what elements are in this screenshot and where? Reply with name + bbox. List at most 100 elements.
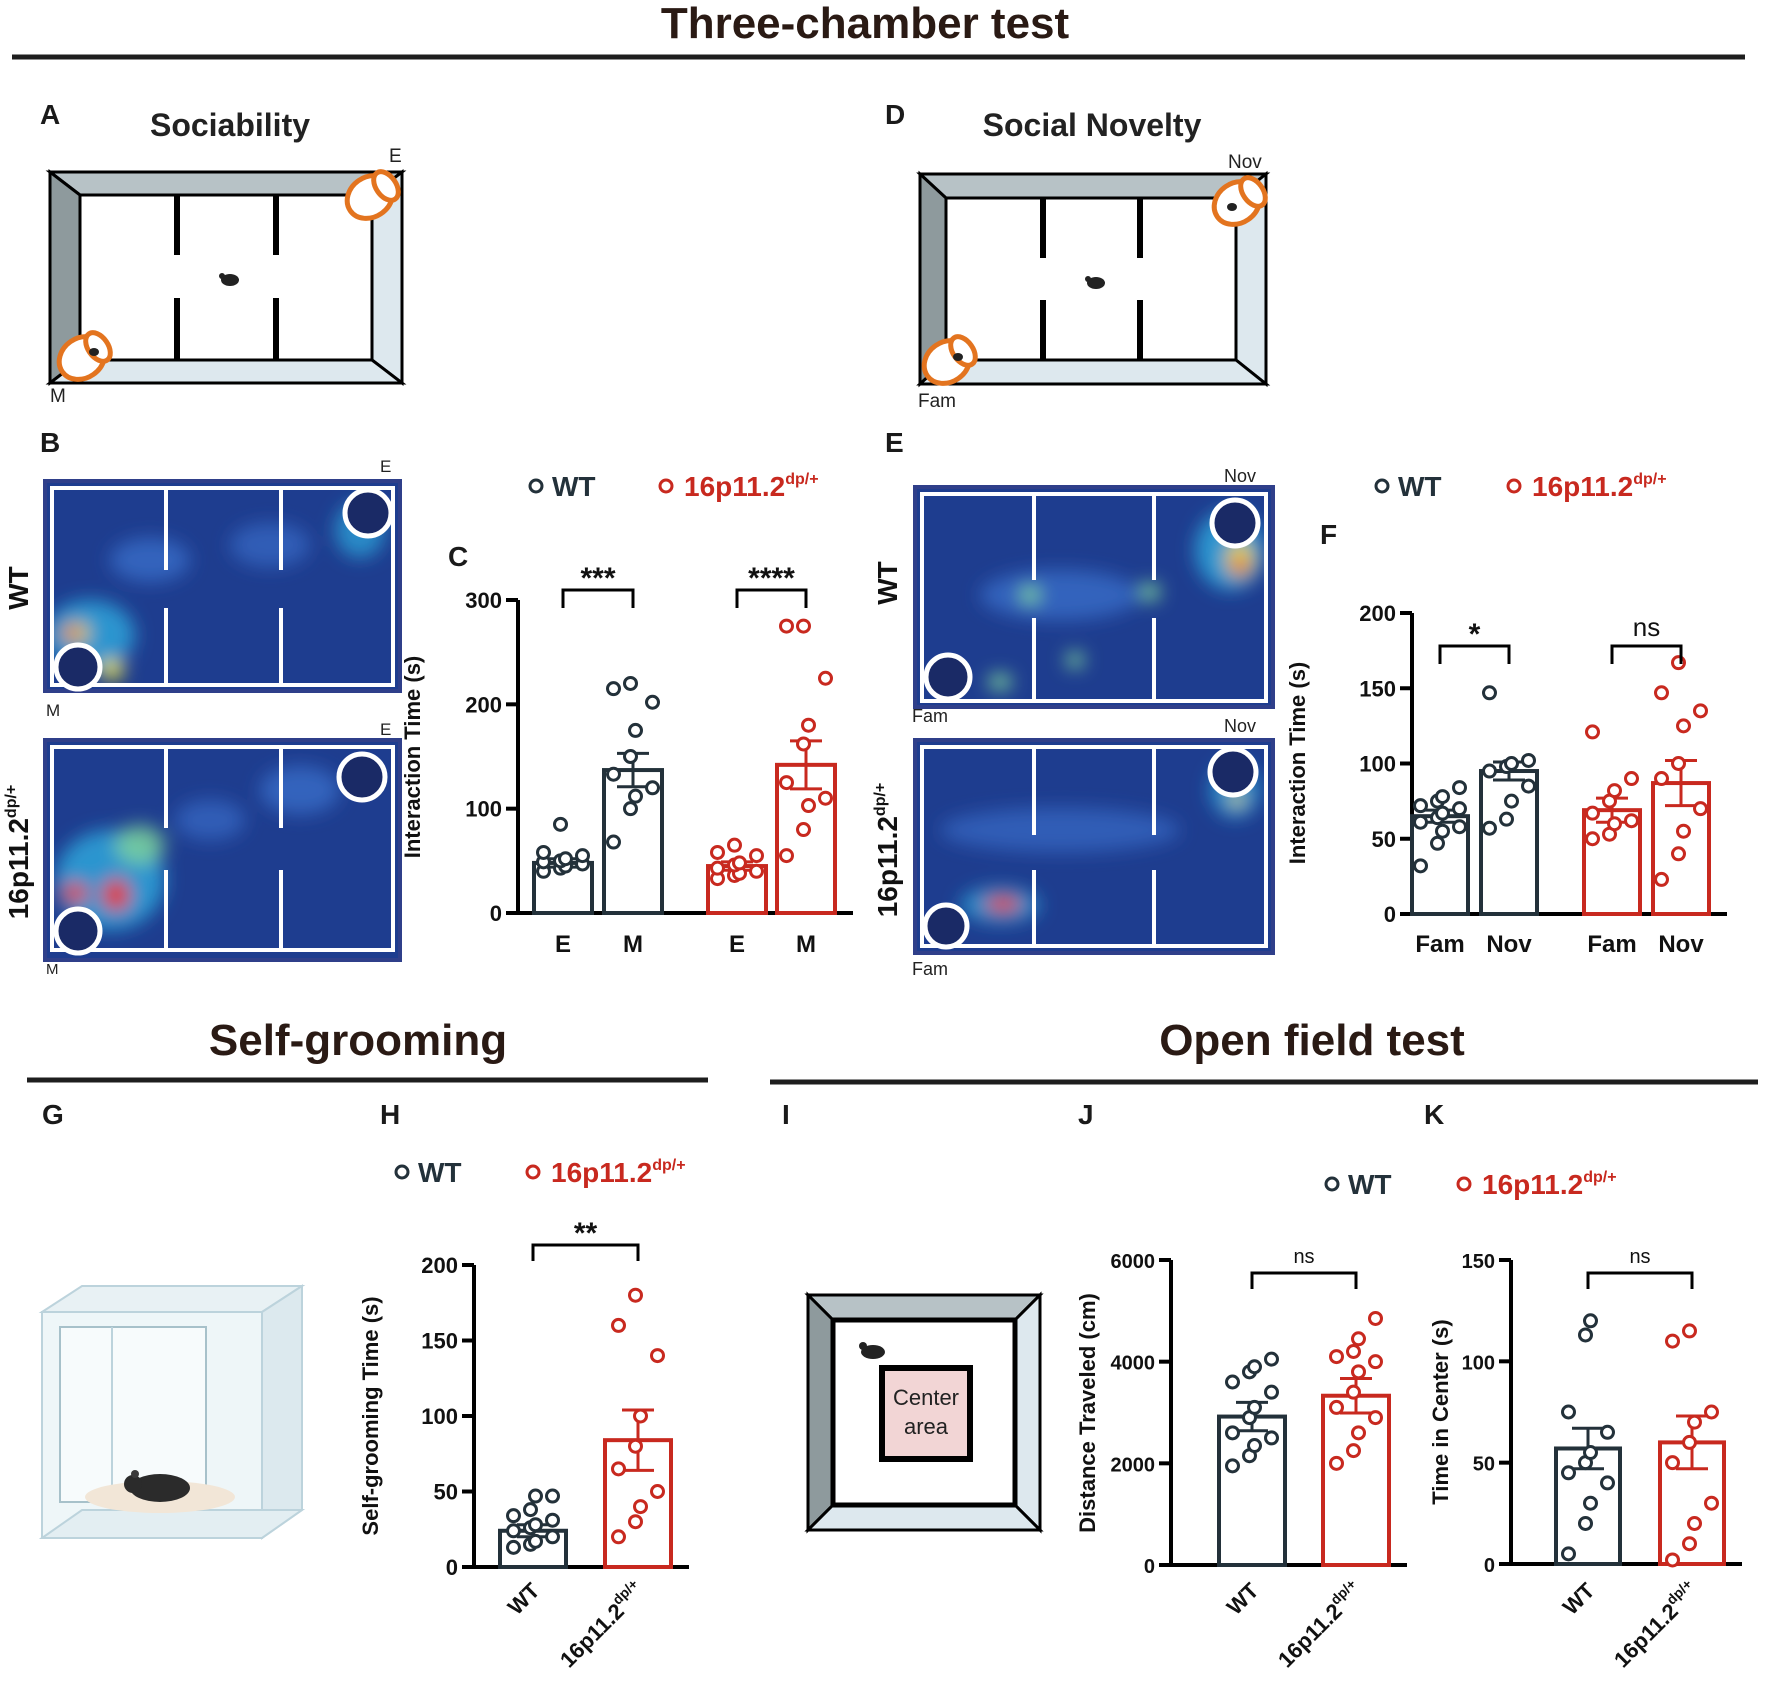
legend-dp-label: 16p11.2dp/+: [551, 1157, 686, 1188]
y-tick-label: 6000: [1111, 1251, 1156, 1273]
data-point: [1671, 655, 1686, 671]
data-point: [1452, 801, 1467, 817]
heatmap-b-top-label-2: E: [380, 720, 391, 739]
social-novelty-diagram: Social Novelty Nov Fam: [916, 107, 1271, 412]
panel-label-a: A: [40, 99, 60, 130]
data-point: [1351, 1331, 1366, 1347]
x-tick-label: M: [796, 931, 816, 958]
data-point: [1671, 756, 1686, 771]
x-tick-label: WT: [1558, 1577, 1600, 1619]
y-tick-label: 50: [434, 1480, 458, 1505]
data-point: [1499, 811, 1514, 827]
data-point: [1264, 1384, 1279, 1400]
data-point: [528, 1488, 543, 1504]
data-point: [633, 1499, 648, 1515]
data-point: [1665, 1552, 1680, 1568]
social-novelty-top-label: Nov: [1228, 152, 1262, 173]
data-point: [732, 855, 747, 871]
mouse-icon: [1085, 276, 1105, 289]
y-tick-label: 0: [1144, 1556, 1155, 1578]
data-point: [1351, 1425, 1366, 1441]
data-point: [1430, 835, 1445, 851]
data-point: [1654, 871, 1669, 887]
legend-dp-marker: [1456, 1176, 1472, 1192]
mouse-icon: [124, 1470, 190, 1502]
data-point: [1687, 1414, 1702, 1430]
data-point: [628, 788, 643, 804]
significance-bracket: [1610, 644, 1683, 664]
legend-dp-label: 16p11.2dp/+: [1532, 471, 1667, 502]
legend-dp-label: 16p11.2dp/+: [1482, 1169, 1617, 1200]
data-point: [727, 837, 742, 853]
data-point: [506, 1523, 521, 1539]
legend-ef: WT 16p11.2dp/+: [1374, 471, 1667, 502]
y-tick-label: 0: [446, 1555, 458, 1580]
legend-dp-label: 16p11.2dp/+: [684, 471, 819, 502]
data-point: [1329, 1455, 1344, 1471]
legend-dp-marker: [658, 478, 674, 494]
significance-label: ***: [580, 562, 615, 595]
x-tick-label: E: [555, 931, 571, 958]
data-point: [1247, 1359, 1262, 1375]
y-tick-label: 2000: [1111, 1454, 1156, 1476]
social-novelty-bottom-label: Fam: [918, 391, 956, 412]
data-point: [506, 1508, 521, 1524]
panel-label-h: H: [380, 1099, 400, 1130]
data-point: [628, 722, 643, 738]
panel-label-c: C: [448, 541, 468, 572]
y-tick-label: 150: [1359, 676, 1396, 701]
center-area-line1: Center: [893, 1385, 959, 1410]
cylinder-with-mouse-icon: [921, 334, 978, 386]
heatmap-e-dp: [913, 738, 1275, 955]
data-point: [1578, 1327, 1593, 1343]
data-point: [1665, 1455, 1680, 1471]
data-point: [1225, 1425, 1240, 1441]
data-point: [1368, 1354, 1383, 1370]
y-tick-label: 200: [421, 1253, 458, 1278]
data-point: [1585, 831, 1600, 847]
y-tick-label: 300: [465, 588, 502, 613]
y-axis-label: Interaction Time (s): [400, 656, 425, 859]
data-point: [1676, 718, 1691, 734]
data-point: [633, 1408, 648, 1424]
legend-bc: WT 16p11.2dp/+: [528, 471, 819, 502]
heatmap-b-bottom-label: M: [46, 701, 60, 720]
legend-dp-marker: [1506, 478, 1522, 494]
data-point: [1504, 793, 1519, 809]
significance-bracket: [735, 588, 808, 608]
panel-label-g: G: [42, 1099, 64, 1130]
y-tick-label: 100: [465, 797, 502, 822]
legend-wt-label: WT: [552, 471, 596, 502]
data-point: [710, 860, 725, 876]
data-point: [650, 1348, 665, 1364]
section-title-self-grooming: Self-grooming: [209, 1016, 507, 1065]
data-point: [528, 1517, 543, 1533]
data-point: [749, 848, 764, 864]
data-point: [710, 844, 725, 860]
data-point: [1329, 1349, 1344, 1365]
x-tick-label: E: [729, 931, 745, 958]
legend-dp-marker: [525, 1164, 541, 1180]
y-axis-label: Interaction Time (s): [1285, 662, 1310, 865]
data-point: [1435, 823, 1450, 839]
heatmap-e-row-wt: WT: [872, 561, 903, 605]
data-point: [1247, 1438, 1262, 1454]
data-point: [1264, 1430, 1279, 1446]
heatmap-e-wt: [913, 485, 1275, 709]
heatmap-b-bottom-label-2: M: [46, 961, 59, 978]
data-point: [796, 822, 811, 838]
sociability-title: Sociability: [150, 107, 310, 143]
data-point: [1346, 1344, 1361, 1359]
data-point: [1585, 805, 1600, 821]
panel-label-d: D: [885, 99, 905, 130]
cylinder-with-mouse-icon: [1211, 175, 1268, 227]
data-point: [796, 618, 811, 634]
data-point: [623, 749, 638, 764]
y-axis-label: Time in Center (s): [1428, 1319, 1453, 1504]
significance-bracket: [561, 588, 635, 608]
y-tick-label: 150: [1462, 1251, 1495, 1273]
x-tick-label: 16p11.2dp/+: [1271, 1576, 1368, 1673]
data-point: [650, 1484, 665, 1499]
data-point: [801, 798, 816, 814]
